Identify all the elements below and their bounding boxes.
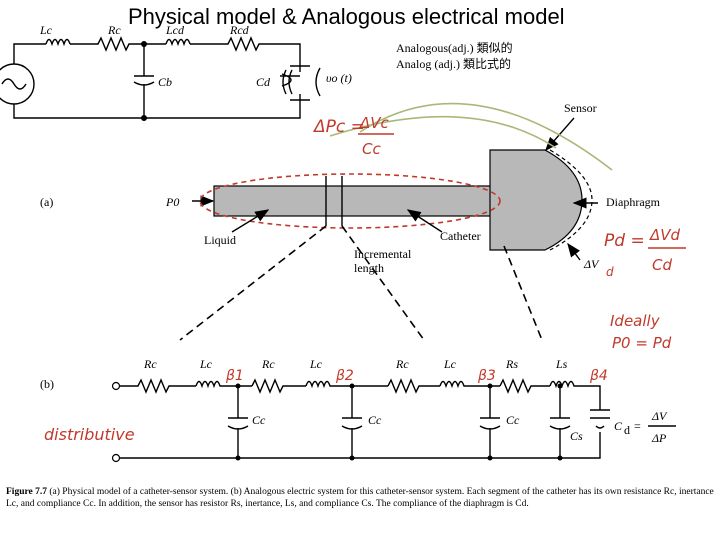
label-cc-1: Cc <box>252 413 266 427</box>
hand-delta-v-sub: d <box>606 265 614 279</box>
svg-text:=: = <box>634 419 641 433</box>
svg-text:C: C <box>614 419 623 433</box>
capacitor-cs <box>549 383 571 461</box>
resistor-rc-symbol <box>70 36 144 52</box>
catheter-tube <box>213 185 505 217</box>
capacitor-cd-bottom <box>590 409 610 429</box>
handwritten-annotations: ΔPc = ΔVc Cc Pd = ΔVd Cd Ideally P0 = Pd… <box>44 114 686 444</box>
red-dashed-outline <box>199 173 501 229</box>
label-ls: Ls <box>555 357 568 371</box>
hand-pc-den: Cc <box>362 140 381 158</box>
terminal-top-left <box>111 381 121 391</box>
label-rc-top: Rc <box>107 23 121 37</box>
part-b-label: (b) <box>40 377 54 391</box>
label-rcd: Rcd <box>229 23 250 37</box>
catheter-leader <box>406 209 443 233</box>
label-cd: Cd <box>256 75 271 89</box>
hand-beta-1: β1 <box>225 368 244 384</box>
hand-beta-4: β4 <box>589 368 608 384</box>
physical-model: Sensor (a) P0 Diaphragm Liquid Catheter … <box>40 101 661 275</box>
label-rc-b2: Rc <box>261 357 275 371</box>
bottom-circuit: (b) Rc Lc Rc Lc Rc Lc Rs Ls Cc Cc Cc Cs … <box>40 357 676 463</box>
green-curve-upper <box>359 102 613 171</box>
resistor-rc-1 <box>120 378 196 394</box>
capacitor-cc-3 <box>479 383 501 461</box>
hand-pd-num: ΔVd <box>649 226 681 244</box>
liquid-label: Liquid <box>204 233 236 247</box>
ac-source-symbol <box>0 63 35 105</box>
link-dashed-right <box>341 225 425 341</box>
label-lcd: Lcd <box>165 23 185 37</box>
label-cc-3: Cc <box>506 413 520 427</box>
hand-pd-lhs: Pd = <box>604 231 645 251</box>
liquid-leader <box>231 209 270 233</box>
inductor-lc-2 <box>305 380 388 389</box>
resistor-rcd-symbol <box>190 36 301 66</box>
sensor-label: Sensor <box>564 101 597 115</box>
catheter-label: Catheter <box>440 229 481 243</box>
label-lc-b2: Lc <box>309 357 323 371</box>
label-cs: Cs <box>570 429 583 443</box>
p0-label: P0 <box>165 195 179 209</box>
label-lc-b3: Lc <box>443 357 457 371</box>
hand-pd-den: Cd <box>652 256 672 274</box>
figure-number: Figure 7.7 <box>6 487 47 497</box>
incremental-label-line2: length <box>354 261 384 275</box>
hand-ideally-eq: P0 = Pd <box>612 334 672 352</box>
green-curve-lower <box>329 115 557 149</box>
inductor-lcd-symbol <box>165 38 191 47</box>
label-cc-2: Cc <box>368 413 382 427</box>
label-vo: υo (t) <box>326 71 352 85</box>
caption-text: (a) Physical model of a catheter-sensor … <box>6 487 714 509</box>
label-lc-top: Lc <box>39 23 53 37</box>
hand-pc-num: ΔVc <box>359 114 390 132</box>
hand-beta-3: β3 <box>477 368 496 384</box>
output-voltage-arrow <box>315 67 321 97</box>
label-rc-b1: Rc <box>143 357 157 371</box>
svg-text:ΔV: ΔV <box>651 409 668 423</box>
diaphragm-label: Diaphragm <box>606 195 661 209</box>
terminal-bottom-left <box>111 453 121 463</box>
label-rs: Rs <box>505 357 518 371</box>
figure-caption: Figure 7.7 (a) Physical model of a cathe… <box>6 486 714 510</box>
analogous-note: Analogous(adj.) 類似的 <box>396 40 513 55</box>
capacitor-cc-1 <box>227 383 249 461</box>
capacitor-cc-2 <box>341 383 363 461</box>
hand-ideally: Ideally <box>610 312 661 330</box>
inductor-lc-symbol <box>45 38 71 47</box>
page-title: Physical model & Analogous electrical mo… <box>128 4 565 29</box>
hand-distributive: distributive <box>44 425 135 444</box>
ac-wave-icon <box>1 78 27 90</box>
resistor-rs <box>499 378 550 394</box>
label-cb: Cb <box>158 75 172 89</box>
analog-note: Analog (adj.) 類比式的 <box>396 56 511 71</box>
delta-v-label: ΔV <box>583 257 600 271</box>
sensor-body <box>489 149 583 251</box>
cd-formula: C d = ΔV ΔP <box>614 409 676 445</box>
part-a-label: (a) <box>40 195 53 209</box>
top-circuit: Lc Rc Lcd Rcd Cb Cd υo (t) Analogous(adj… <box>0 23 513 121</box>
link-dashed-sensor <box>503 245 543 341</box>
inductor-ls <box>549 380 601 410</box>
inductor-lc-1 <box>195 380 252 389</box>
hand-pc-lhs: ΔPc = <box>312 117 365 137</box>
svg-text:ΔP: ΔP <box>651 431 667 445</box>
hand-beta-2: β2 <box>335 368 354 384</box>
inductor-lc-3 <box>439 380 500 389</box>
incremental-length-marks <box>325 176 343 226</box>
label-lc-b1: Lc <box>199 357 213 371</box>
delta-v-leader <box>567 242 581 261</box>
resistor-rc-3 <box>387 378 440 394</box>
label-rc-b3: Rc <box>395 357 409 371</box>
resistor-rc-2 <box>251 378 306 394</box>
link-dashed-left <box>179 225 327 341</box>
svg-text:d: d <box>624 423 630 437</box>
incremental-label-line1: Incremental <box>354 247 412 261</box>
capacitor-cb-symbol <box>133 44 155 118</box>
